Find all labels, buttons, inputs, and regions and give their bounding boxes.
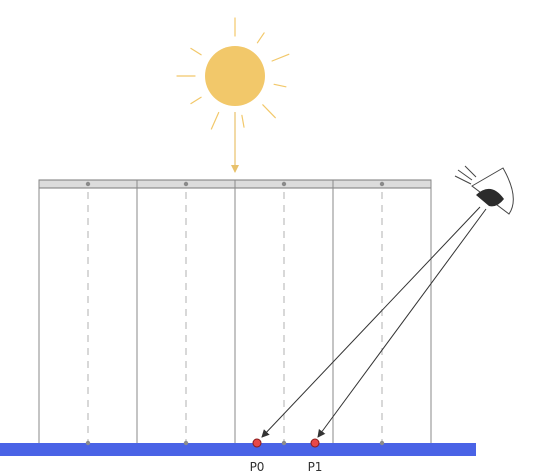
sun-ray xyxy=(271,53,290,62)
sun-ray xyxy=(273,83,287,88)
sun-ray xyxy=(190,47,202,56)
probe-top-dot xyxy=(379,181,385,187)
probe-top-dot xyxy=(183,181,189,187)
eye-icon xyxy=(454,165,514,215)
probe-bottom-dot xyxy=(183,440,189,446)
probe-bottom-dot xyxy=(85,440,91,446)
point-p0-label: P0 xyxy=(250,460,265,474)
point-p1-label: P1 xyxy=(308,460,323,474)
sun-icon xyxy=(176,17,290,130)
sight-line-p0 xyxy=(261,206,481,438)
sun-ray xyxy=(256,32,265,44)
sun-ray xyxy=(210,111,220,130)
sight-line-p1 xyxy=(317,208,487,438)
sun-ray xyxy=(241,114,245,128)
column-structure xyxy=(38,179,432,443)
ground-plane xyxy=(0,443,476,456)
probe-top-dot xyxy=(85,181,91,187)
point-p1 xyxy=(310,438,320,448)
probe-top-dot xyxy=(281,181,287,187)
sun-ray xyxy=(262,104,276,119)
sun-ray xyxy=(190,96,202,105)
probe-bottom-dot xyxy=(281,440,287,446)
point-p0 xyxy=(252,438,262,448)
probe-bottom-dot xyxy=(379,440,385,446)
